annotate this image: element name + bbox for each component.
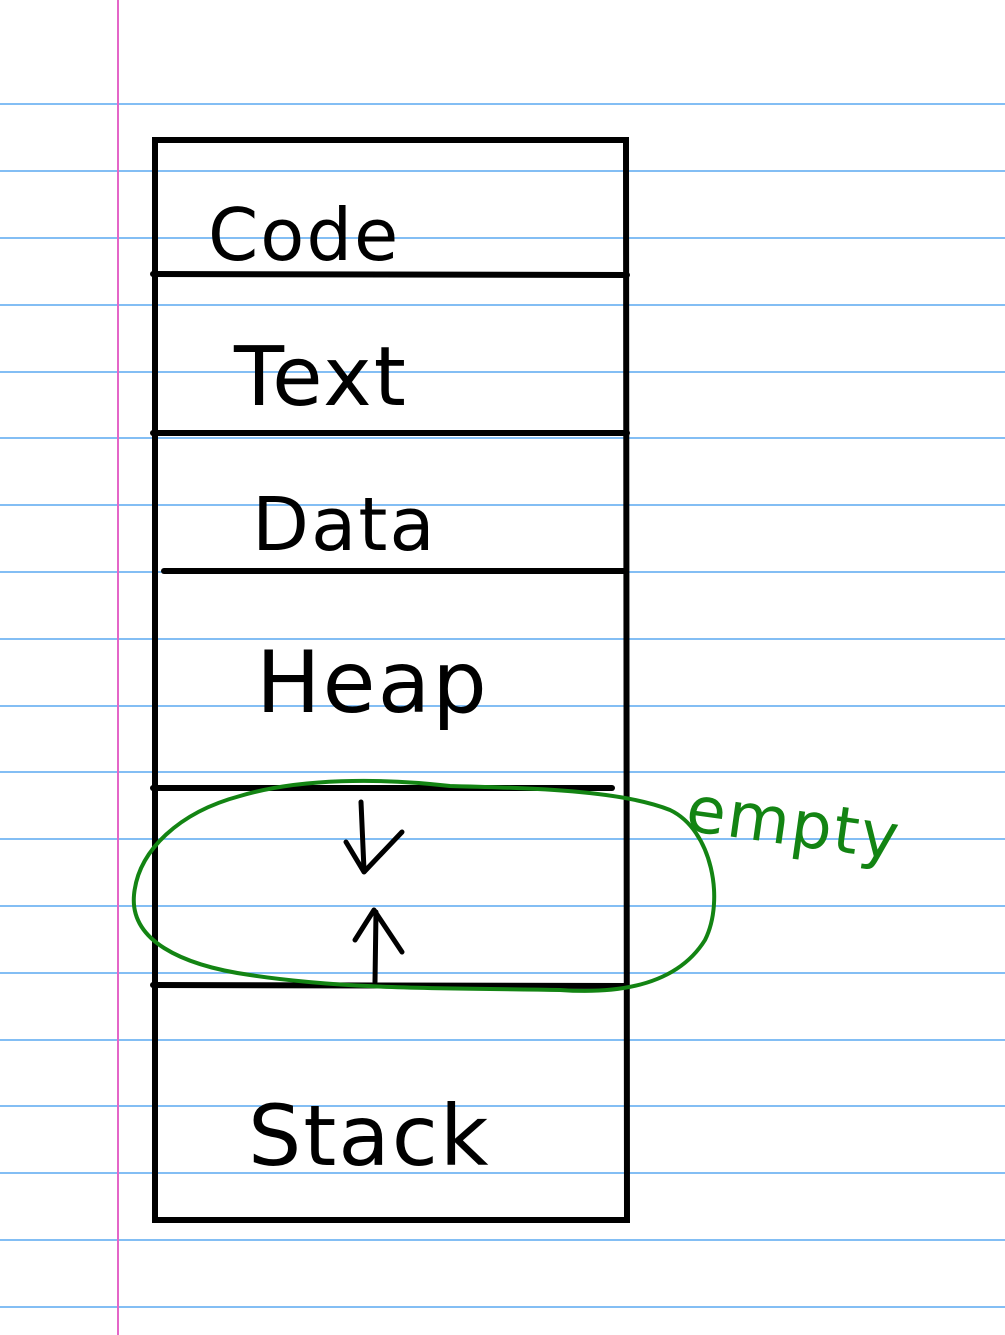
ruled-lines — [0, 103, 1005, 1308]
empty-label: empty — [682, 773, 906, 876]
empty-region-circle — [131, 778, 717, 993]
divider-code-text — [150, 271, 630, 278]
empty-annotation — [131, 778, 717, 993]
segment-label-stack: Stack — [248, 1087, 491, 1185]
gap-arrows — [343, 799, 405, 985]
segment-label-data: Data — [252, 482, 437, 568]
segment-label-text: Text — [233, 330, 408, 425]
segment-label-code: Code — [208, 193, 400, 277]
arrow-down-icon — [343, 799, 405, 875]
segment-label-heap: Heap — [256, 633, 489, 733]
arrow-up-icon — [352, 907, 405, 985]
segment-labels: Code Text Data Heap Stack — [208, 193, 491, 1185]
